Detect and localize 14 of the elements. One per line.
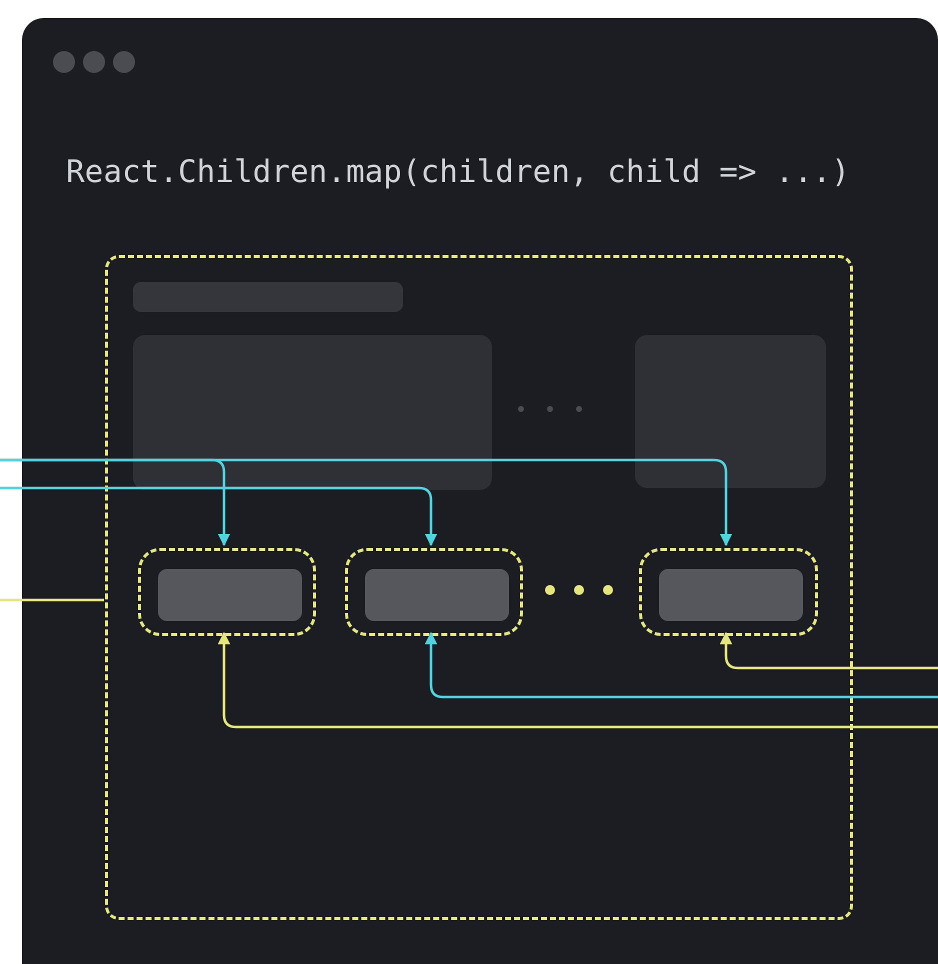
placeholder-bar: [158, 569, 302, 621]
placeholder-bar: [659, 569, 803, 621]
arrow: [0, 486, 438, 546]
connector-line: [0, 598, 104, 602]
dashed-container: [105, 255, 853, 920]
placeholder-bar: [365, 569, 509, 621]
code-text: React.Children.map(children, child => ...): [66, 154, 850, 190]
dashed-slot: [345, 548, 523, 636]
arrow: [0, 458, 732, 546]
arrow: [218, 632, 938, 728]
arrow: [424, 632, 938, 698]
dashed-slot: [639, 548, 818, 636]
dashed-slot: [138, 548, 316, 636]
arrow: [720, 632, 938, 670]
